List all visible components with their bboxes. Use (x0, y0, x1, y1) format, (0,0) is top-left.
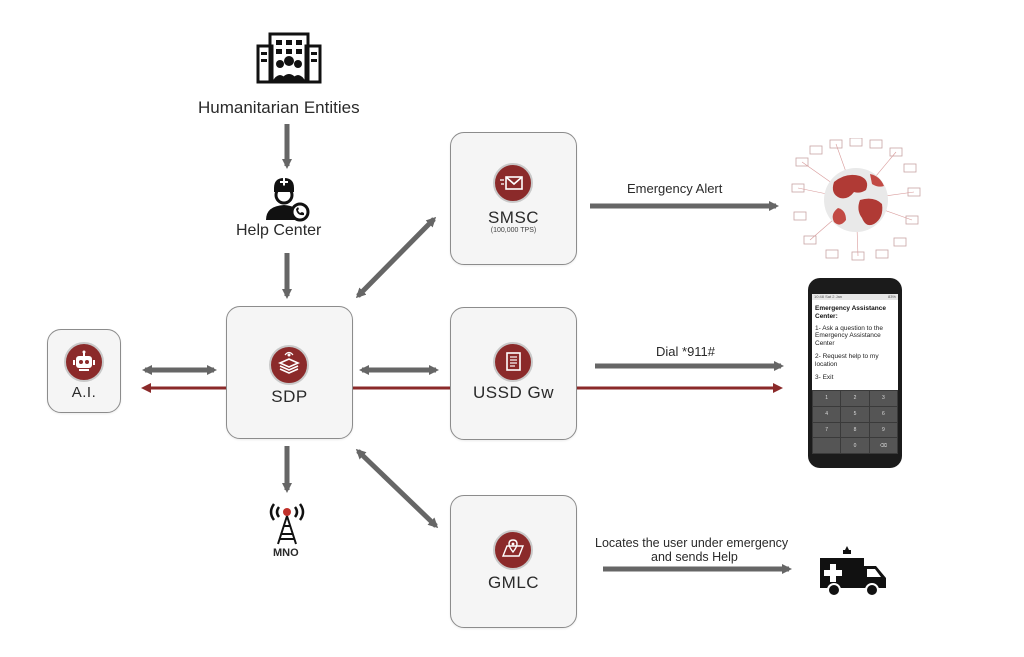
gmlc-badge (493, 530, 533, 570)
ussd-label: USSD Gw (473, 383, 554, 402)
key-0[interactable]: 0 (841, 438, 869, 453)
humanitarian-entities-label: Humanitarian Entities (198, 98, 360, 117)
map-pin-icon (501, 539, 525, 557)
ussd-badge (493, 342, 533, 382)
ussd-option-2[interactable]: 2- Request help to my location (815, 352, 879, 368)
dial-label: Dial *911# (656, 344, 716, 359)
key-blank (813, 438, 841, 453)
sdp-node: SDP (226, 306, 353, 439)
phone-status-battery: 83% (887, 294, 896, 299)
building-people-icon (256, 32, 322, 84)
mno-label: MNO (273, 547, 299, 559)
gmlc-label: GMLC (487, 573, 540, 592)
arrow-sdp-smsc (355, 216, 437, 299)
ussd-option-1[interactable]: 1- Ask a question to the Emergency Assis… (815, 324, 883, 348)
smsc-badge (493, 163, 533, 203)
ambulance-icon (820, 546, 886, 597)
ai-label: A.I. (71, 384, 97, 401)
sdp-badge (269, 345, 309, 385)
ussd-node: USSD Gw (450, 307, 577, 440)
arrow-sdp-gmlc (355, 448, 439, 529)
cell-tower-icon (269, 503, 305, 545)
ai-node: A.I. (47, 329, 121, 413)
envelope-icon (500, 176, 523, 190)
key-7[interactable]: 7 (813, 422, 841, 438)
key-3[interactable]: 3 (869, 391, 897, 406)
locates-label-line2: and sends Help (651, 550, 738, 564)
key-9[interactable]: 9 (869, 422, 897, 438)
document-list-icon (506, 352, 521, 371)
smsc-label: SMSC (487, 208, 540, 227)
locates-label-line1: Locates the user under emergency (595, 536, 789, 550)
emergency-alert-label: Emergency Alert (627, 181, 723, 196)
phone-keypad: 1 2 3 4 5 6 7 8 9 0 ⌫ (812, 390, 898, 454)
key-1[interactable]: 1 (813, 391, 841, 406)
key-backspace[interactable]: ⌫ (869, 438, 897, 453)
ussd-option-3[interactable]: 3- Exit (815, 373, 834, 381)
smsc-node: SMSC (100,000 TPS) (450, 132, 577, 265)
key-2[interactable]: 2 (841, 391, 869, 406)
phone-screen: 10:48 Sat 2 Jan 83% Emergency Assistance… (812, 294, 898, 454)
phone-status-bar: 10:48 Sat 2 Jan 83% (812, 294, 898, 300)
key-5[interactable]: 5 (841, 406, 869, 422)
key-6[interactable]: 6 (869, 406, 897, 422)
stack-broadcast-icon (278, 351, 300, 374)
globe-envelopes-icon (791, 138, 921, 261)
gmlc-node: GMLC (450, 495, 577, 628)
ussd-menu-title: Emergency Assistance Center: (815, 305, 886, 320)
mobile-phone: 10:48 Sat 2 Jan 83% Emergency Assistance… (808, 278, 902, 468)
operator-headset-icon (266, 178, 310, 222)
sdp-label: SDP (271, 387, 308, 406)
key-4[interactable]: 4 (813, 406, 841, 422)
help-center-label: Help Center (236, 222, 322, 239)
robot-icon (73, 350, 95, 371)
key-8[interactable]: 8 (841, 422, 869, 438)
ai-badge (64, 342, 104, 382)
smsc-sublabel: (100,000 TPS) (490, 227, 537, 234)
phone-status-time: 10:48 Sat 2 Jan (814, 294, 843, 299)
